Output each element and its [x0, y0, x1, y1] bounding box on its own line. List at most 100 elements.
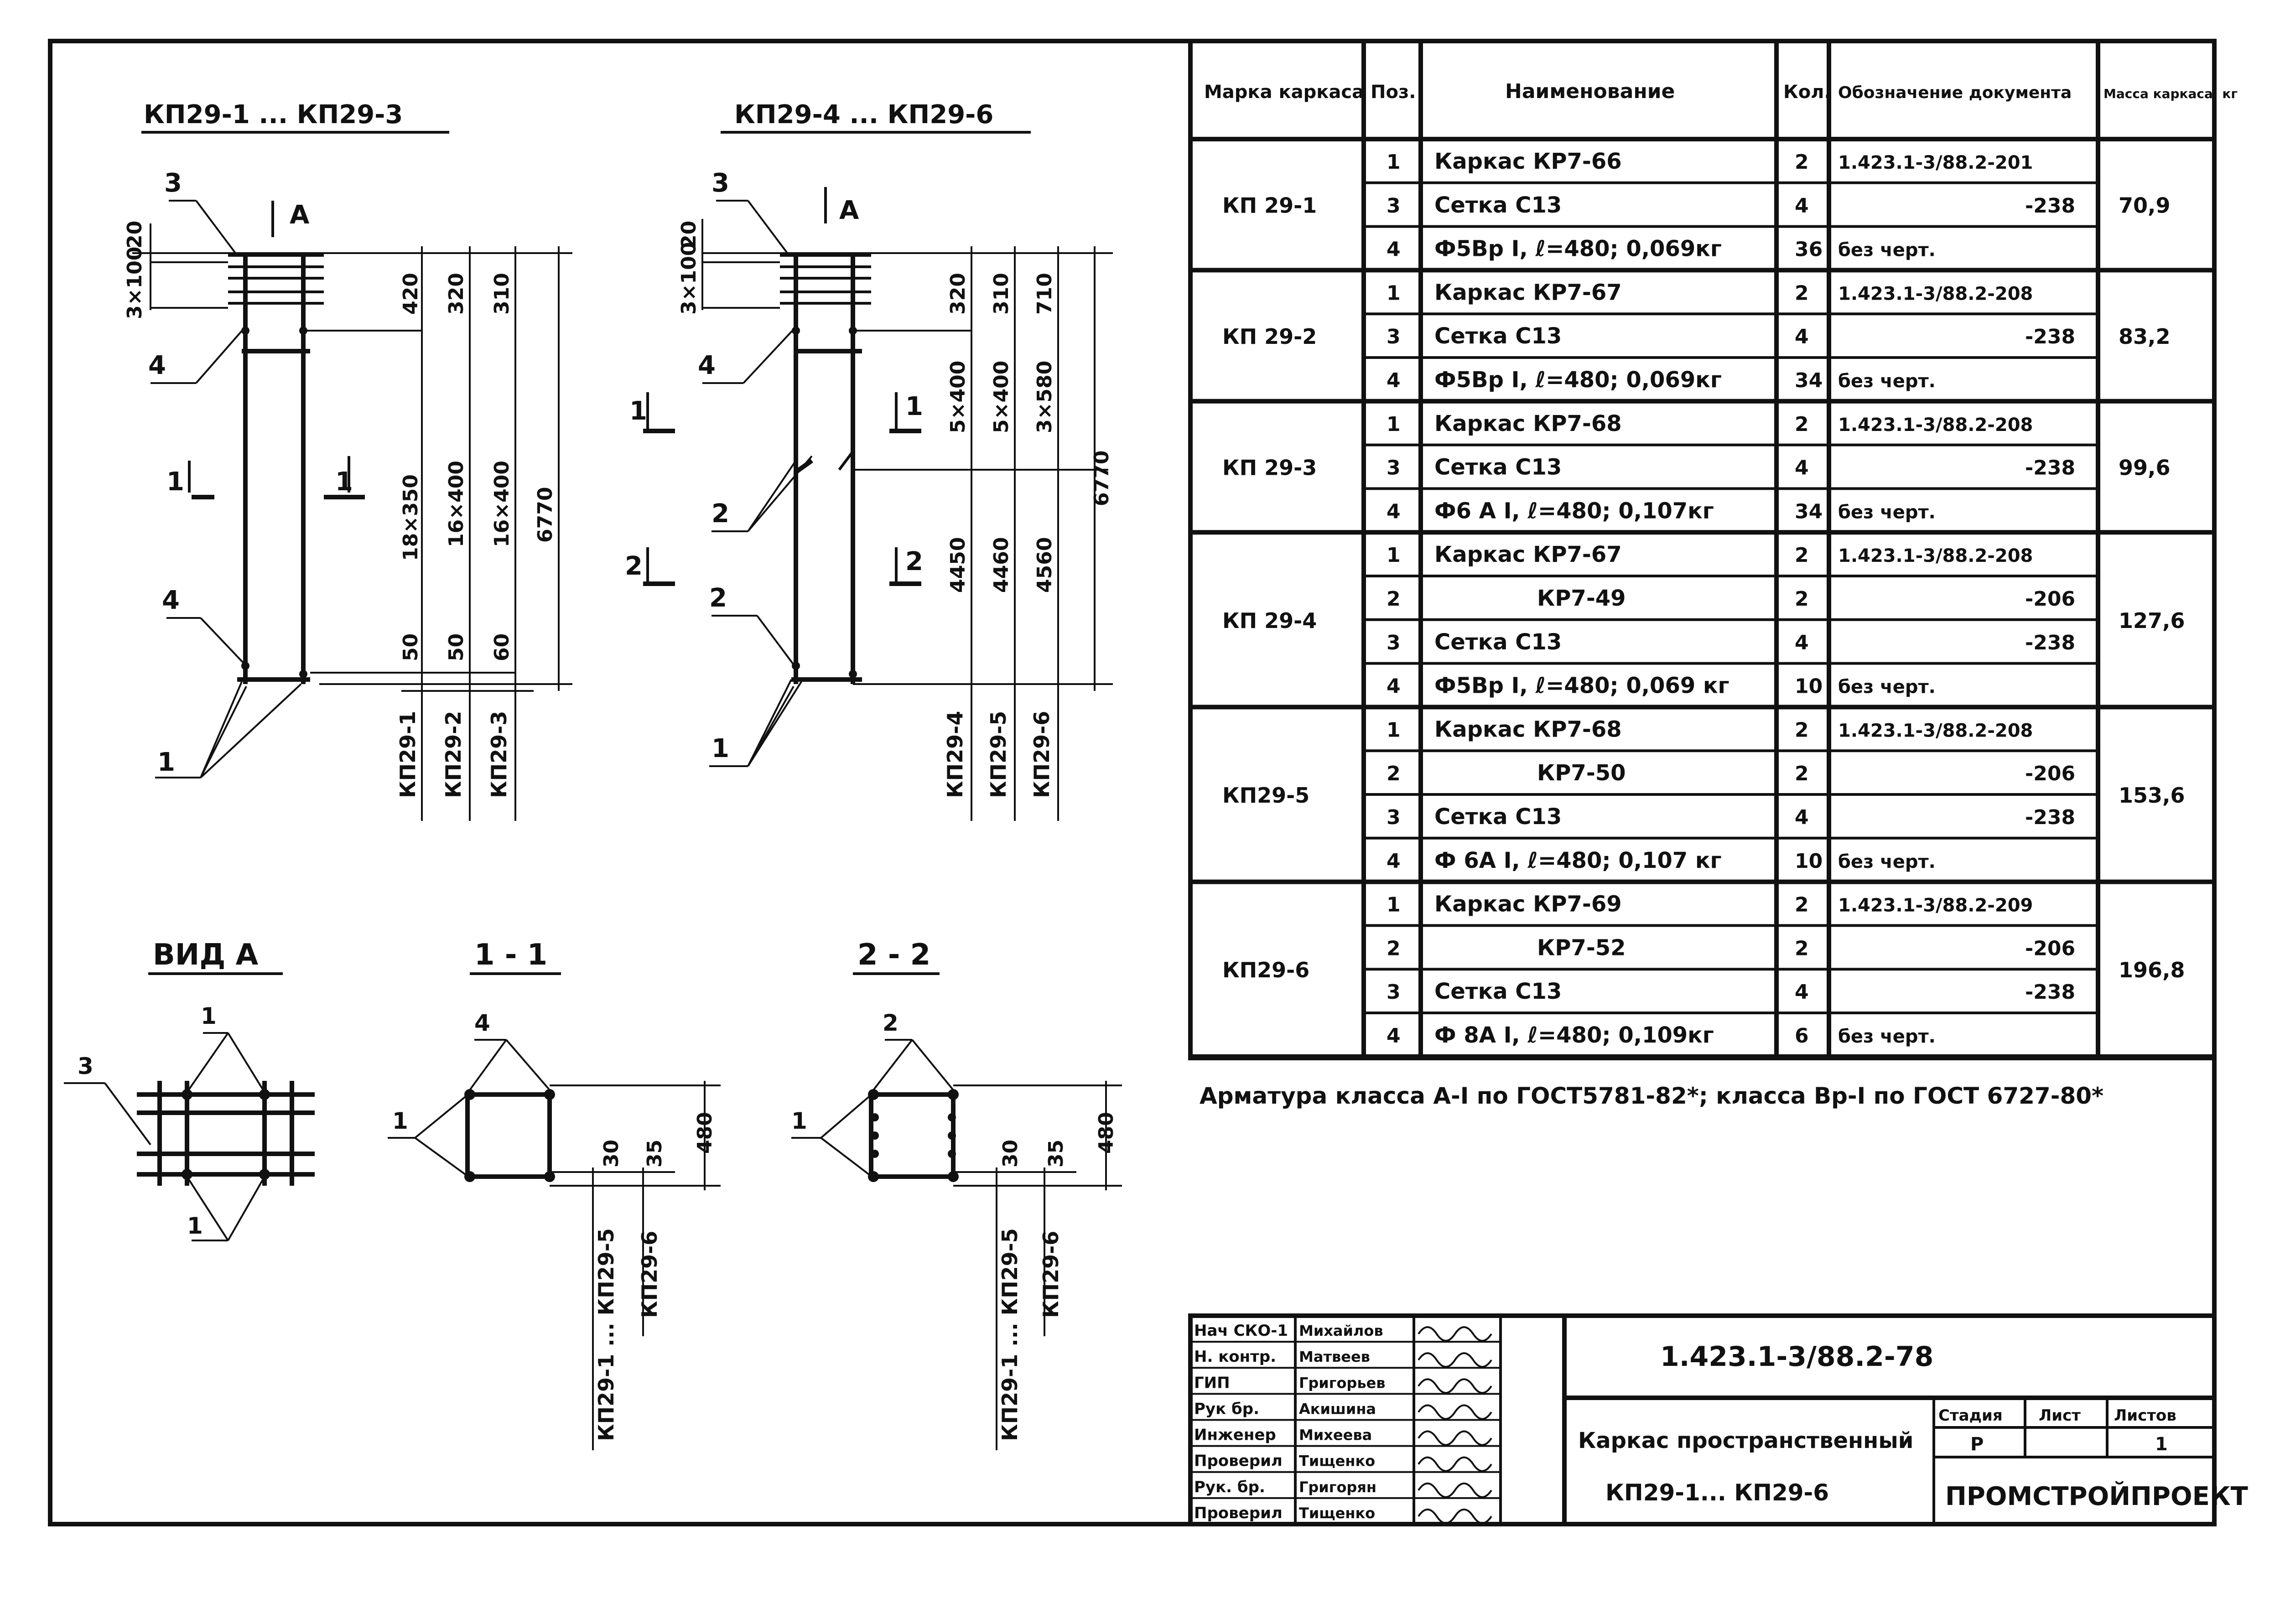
cell-name: Сетка С13 [1434, 629, 1562, 655]
signature-scribble [1418, 1404, 1492, 1420]
signature-name: Тищенко [1299, 1453, 1375, 1470]
mid-section-mark-1a: 1 [629, 396, 647, 426]
mid-dim-4460: 4460 [990, 537, 1013, 593]
section-1-1-kp-range: КП29-1 ... КП29-5 [594, 1228, 618, 1441]
note-text: Арматура класса А-I по ГОСТ5781-82*; кла… [1200, 1083, 2103, 1109]
cell-name: Ф6 А I, ℓ=480; 0,107кг [1434, 498, 1714, 524]
cell-doc: -206 [2025, 937, 2075, 960]
cell-name: КР7-50 [1537, 760, 1626, 786]
section-2-2-kp29-6: КП29-6 [1039, 1231, 1063, 1318]
cell-pos: 2 [1387, 937, 1401, 960]
header-pos: Поз. [1371, 82, 1416, 103]
signature-role: Н. контр. [1194, 1348, 1276, 1366]
left-leader-4a: 4 [148, 351, 166, 380]
cell-qty: 34 [1795, 500, 1823, 523]
mid-dim-310: 310 [990, 273, 1013, 315]
cell-name: Сетка С13 [1434, 323, 1562, 349]
cell-doc: 1.423.1-3/88.2-208 [1838, 720, 2033, 741]
cell-name: Ф 8А I, ℓ=480; 0,109кг [1434, 1022, 1714, 1048]
left-dim-320: 320 [445, 273, 468, 315]
mid-section-mark-1b: 1 [905, 392, 923, 421]
cell-name: КР7-49 [1537, 586, 1626, 611]
cell-qty: 4 [1795, 806, 1809, 829]
cell-qty: 2 [1795, 718, 1809, 742]
group-mass: 127,6 [2119, 608, 2185, 633]
mid-arrow-a-label: А [839, 196, 859, 225]
mid-leader-4: 4 [698, 351, 716, 380]
mid-leader-2a: 2 [712, 499, 729, 529]
cell-name: Ф5Вр I, ℓ=480; 0,069кг [1434, 367, 1722, 393]
section-2-2-leader-2: 2 [883, 1010, 898, 1036]
left-dim-50a: 50 [399, 633, 422, 661]
section-2-2-dim-30: 30 [999, 1140, 1022, 1167]
signature-name: Матвеев [1299, 1348, 1370, 1365]
signature-role: Рук бр. [1194, 1400, 1259, 1418]
section-1-1-kp29-6: КП29-6 [637, 1231, 662, 1318]
cell-qty: 4 [1795, 325, 1809, 348]
header-mass: Масса каркаса, кг [2103, 86, 2238, 101]
mid-dim-top-20: 20 [677, 221, 701, 249]
cell-pos: 4 [1387, 1024, 1401, 1048]
sheet-label: Лист [2039, 1406, 2081, 1425]
left-leader-3: 3 [164, 168, 182, 198]
title-line-1: Каркас пространственный [1578, 1428, 1913, 1453]
signature-role: ГИП [1194, 1374, 1230, 1392]
organization-name: ПРОМСТРОЙПРОЕКТ [1945, 1481, 2248, 1511]
cell-pos: 3 [1387, 806, 1401, 829]
cell-pos: 2 [1387, 587, 1401, 611]
mid-view-title: КП29-4 ... КП29-6 [734, 100, 993, 130]
cell-pos: 1 [1387, 281, 1401, 305]
cell-name: Ф5Вр I, ℓ=480; 0,069 кг [1434, 673, 1729, 699]
group-mark: КП 29-2 [1222, 324, 1317, 349]
signature-name: Михайлов [1299, 1322, 1383, 1339]
cell-name: Каркас КР7-67 [1434, 542, 1622, 567]
cell-name: Ф5Вр I, ℓ=480; 0,069кг [1434, 236, 1722, 262]
group-mass: 153,6 [2119, 783, 2185, 808]
cell-qty: 10 [1795, 675, 1823, 698]
cell-doc: 1.423.1-3/88.2-201 [1838, 152, 2033, 173]
cell-qty: 2 [1795, 413, 1809, 436]
left-dim-420: 420 [399, 273, 422, 315]
signature-name: Григорьев [1299, 1374, 1386, 1391]
section-2-2-dim-480: 480 [1095, 1112, 1118, 1154]
view-a-title: ВИД А [153, 938, 259, 972]
cell-pos: 4 [1387, 500, 1401, 523]
table-header: Марка каркаса Поз. Наименование Кол. Обо… [1204, 80, 2238, 103]
mid-dim-710: 710 [1033, 273, 1056, 315]
cell-qty: 2 [1795, 893, 1809, 917]
cell-qty: 2 [1795, 150, 1809, 174]
mid-leader-3: 3 [712, 168, 729, 198]
signature-role: Рук. бр. [1194, 1478, 1265, 1496]
left-dim-16x400-a: 16×400 [445, 461, 468, 547]
cell-pos: 1 [1387, 413, 1401, 436]
mid-kp29-6: КП29-6 [1029, 711, 1054, 798]
cell-doc: без черт. [1838, 851, 1936, 872]
cell-doc: без черт. [1838, 240, 1936, 261]
cell-qty: 2 [1795, 762, 1809, 785]
left-view-title: КП29-1 ... КП29-3 [144, 100, 403, 130]
section-2-2-leader-1: 1 [791, 1108, 807, 1134]
cell-doc: 1.423.1-3/88.2-208 [1838, 545, 2033, 566]
cell-name: Сетка С13 [1434, 979, 1562, 1004]
cell-pos: 4 [1387, 675, 1401, 698]
cell-qty: 10 [1795, 850, 1823, 873]
left-leader-1: 1 [157, 747, 175, 777]
cell-pos: 3 [1387, 325, 1401, 348]
section-1-1-title: 1 - 1 [474, 938, 547, 972]
signature-role: Проверил [1194, 1504, 1283, 1522]
cell-pos: 3 [1387, 194, 1401, 218]
signature-name: Григорян [1299, 1479, 1376, 1496]
cell-pos: 1 [1387, 150, 1401, 174]
cell-doc: 1.423.1-3/88.2-208 [1838, 283, 2033, 304]
cell-pos: 1 [1387, 893, 1401, 917]
mid-dim-5x400-b: 5×400 [990, 361, 1013, 433]
header-mark: Марка каркаса [1204, 82, 1364, 103]
left-dim-60: 60 [490, 633, 514, 661]
cell-name: Каркас КР7-69 [1434, 892, 1622, 917]
view-a-leader-1-top: 1 [201, 1003, 217, 1029]
cell-doc: -238 [2025, 457, 2075, 480]
title-block: 1.423.1-3/88.2-78 Каркас пространственны… [1188, 1313, 2248, 1526]
cell-doc: 1.423.1-3/88.2-209 [1838, 895, 2033, 916]
